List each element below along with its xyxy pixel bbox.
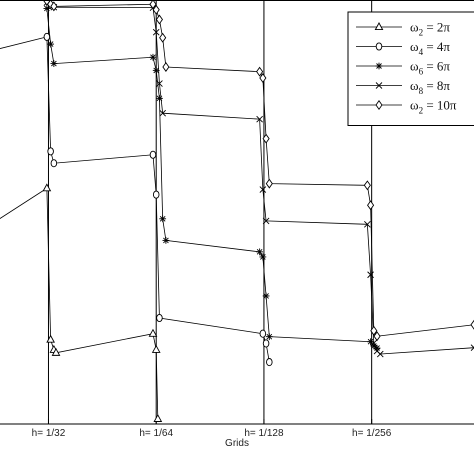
data-point-1-2 — [42, 183, 52, 192]
data-point-2-2 — [43, 32, 51, 41]
data-point-5-13 — [363, 180, 371, 191]
series-2 — [0, 32, 273, 367]
data-point-5-10 — [259, 73, 267, 83]
legend-marker-4 — [375, 82, 383, 89]
data-point-5-12 — [265, 178, 273, 189]
data-point-4-8 — [256, 115, 263, 123]
data-point-1-6 — [148, 328, 158, 337]
data-point-3-3 — [50, 60, 58, 67]
data-point-5-16 — [373, 331, 381, 342]
data-point-4-10 — [262, 217, 270, 225]
data-point-5-4 — [149, 0, 157, 10]
data-point-5-8 — [162, 62, 170, 72]
data-point-2-10 — [266, 358, 273, 367]
legend-entry-5: ω2 = 10π — [356, 98, 457, 116]
data-point-1-3 — [46, 334, 55, 343]
data-point-1-8 — [153, 413, 163, 422]
series-line-4 — [46, 2, 474, 355]
data-point-2-5 — [149, 150, 157, 159]
legend-label-1: ω2 = 2π — [410, 20, 450, 38]
series-1 — [0, 183, 163, 422]
data-point-3-1 — [43, 5, 51, 12]
data-point-4-7 — [159, 109, 166, 117]
data-point-3-6 — [156, 94, 163, 102]
legend-marker-2 — [375, 42, 383, 51]
legend-label-3: ω6 = 6π — [410, 59, 450, 77]
data-point-2-8 — [259, 329, 267, 338]
legend-entry-3: ω6 = 6π — [356, 59, 450, 77]
legend-box — [347, 11, 474, 126]
data-point-3-12 — [265, 333, 273, 341]
data-point-2-3 — [47, 147, 54, 156]
legend-entry-2: ω4 = 4π — [356, 39, 450, 57]
data-point-3-8 — [162, 237, 170, 244]
data-point-4-16 — [470, 344, 474, 351]
data-point-3-7 — [159, 215, 167, 223]
data-point-5-7 — [159, 32, 167, 43]
data-point-4-13 — [370, 339, 378, 347]
legend-marker-3 — [375, 62, 383, 70]
data-point-3-2 — [47, 40, 55, 48]
data-point-5-9 — [256, 66, 264, 77]
series-line-2 — [0, 36, 270, 363]
legend-label-5: ω2 = 10π — [410, 98, 457, 116]
legend-label-4: ω8 = 8π — [410, 78, 450, 96]
x-tick-label-1: h= 1/32 — [32, 428, 66, 439]
legend-marker-5 — [375, 100, 383, 110]
x-tick-label-2: h= 1/64 — [139, 428, 173, 439]
data-point-5-14 — [367, 200, 375, 211]
data-point-2-9 — [262, 339, 270, 348]
x-tick-label-4: h= 1/256 — [352, 428, 392, 439]
series-layer — [0, 0, 474, 422]
data-point-1-7 — [151, 344, 161, 353]
x-tick-label-3: h= 1/128 — [244, 428, 284, 439]
data-point-4-15 — [376, 350, 384, 358]
data-point-5-3 — [50, 1, 58, 12]
axes — [0, 0, 474, 425]
data-point-2-7 — [156, 313, 163, 323]
data-point-2-4 — [50, 159, 58, 168]
data-point-2-6 — [152, 190, 160, 199]
data-point-4-5 — [152, 28, 160, 36]
data-point-1-5 — [51, 347, 61, 356]
data-point-4-6 — [156, 80, 163, 87]
data-point-5-6 — [155, 14, 163, 25]
data-point-5-11 — [262, 133, 270, 144]
data-point-5-15 — [370, 325, 378, 336]
data-point-4-11 — [364, 220, 371, 228]
x-tick-labels: h= 1/32 h= 1/64 h= 1/128 h= 1/256 — [32, 428, 392, 439]
data-point-3-9 — [256, 248, 264, 256]
data-point-3-10 — [259, 253, 267, 261]
data-point-5-1 — [43, 0, 51, 6]
legend-label-2: ω4 = 4π — [410, 39, 450, 57]
legend-entry-4: ω8 = 8π — [356, 78, 450, 96]
legend-entry-1: ω2 = 2π — [356, 20, 450, 38]
data-point-3-11 — [262, 292, 270, 300]
data-point-5-17 — [470, 319, 474, 330]
x-axis-title: Grids — [225, 438, 249, 449]
series-3 — [43, 5, 381, 352]
data-point-4-9 — [259, 186, 267, 193]
legend-marker-1 — [374, 22, 384, 31]
series-5 — [43, 0, 474, 342]
data-point-5-5 — [152, 4, 160, 15]
data-point-3-4 — [149, 53, 157, 61]
